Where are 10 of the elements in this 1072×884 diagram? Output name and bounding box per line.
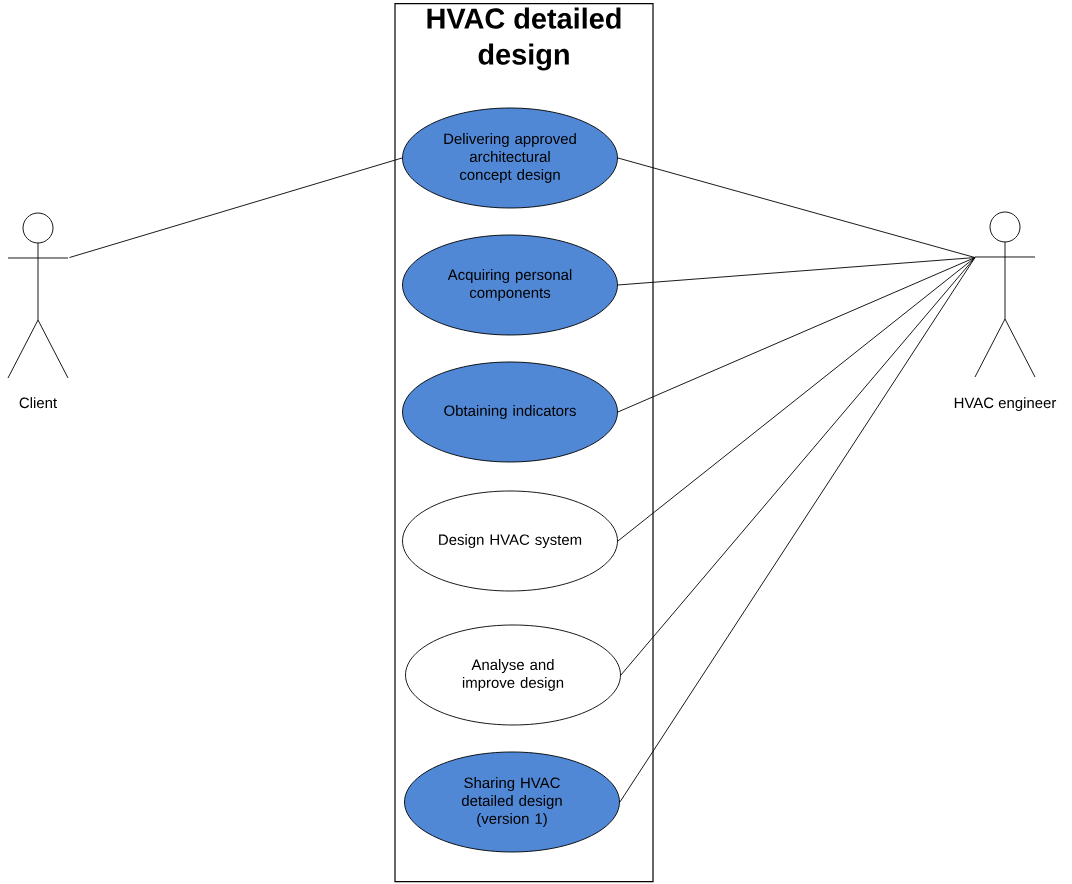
- stick-figure-actor: HVAC engineer: [954, 211, 1057, 412]
- association-line: [617, 257, 976, 286]
- association-line: [617, 157, 976, 258]
- node-label: Client: [19, 397, 57, 409]
- association-line: [69, 157, 403, 258]
- stick-figure-actor: Client: [7, 212, 69, 409]
- node-label: HVAC engineer: [954, 397, 1057, 412]
- association-line: [620, 257, 976, 676]
- association-line: [617, 257, 976, 413]
- association-line: [619, 257, 976, 803]
